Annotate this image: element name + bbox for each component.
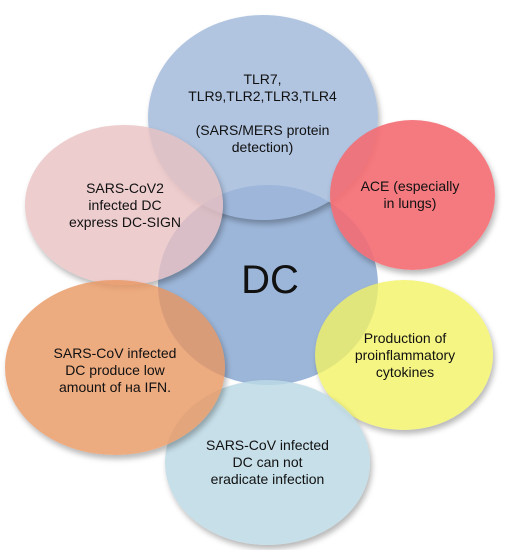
upper-right-line-2: in lungs) xyxy=(383,195,437,211)
lower-right-line-1: Production of xyxy=(363,329,447,346)
upper-left-line-2: infected DC xyxy=(88,196,162,213)
top-label: TLR7, TLR9,TLR2,TLR3,TLR4 (SARS/MERS pro… xyxy=(155,58,370,168)
top-line-5: detection) xyxy=(231,138,294,155)
lower-right-label: Production of proinflammatory cytokines xyxy=(325,325,485,385)
lower-left-line-3: amount of на IFN. xyxy=(59,378,171,395)
lower-left-line-1: SARS-CoV infected xyxy=(53,344,177,361)
top-line-2: TLR9,TLR2,TLR3,TLR4 xyxy=(188,87,337,104)
upper-left-line-3: express DC-SIGN xyxy=(68,213,182,230)
bottom-line-2: DC can not xyxy=(232,453,303,470)
lower-right-line-2: proinflammatory xyxy=(354,346,456,363)
lower-left-circle xyxy=(5,280,225,455)
upper-left-circle xyxy=(25,125,223,285)
top-line-1: TLR7, xyxy=(243,70,282,87)
center-label: DC xyxy=(241,257,299,302)
bottom-line-3: eradicate infection xyxy=(210,470,325,487)
lower-right-line-3: cytokines xyxy=(375,363,435,380)
top-line-4: (SARS/MERS protein xyxy=(195,121,330,138)
lower-right-circle xyxy=(315,280,493,430)
upper-right-circle xyxy=(330,120,495,270)
bottom-line-1: SARS-CoV infected xyxy=(206,436,329,453)
lower-left-label: SARS-CoV infected DC produce low amount … xyxy=(15,340,215,400)
upper-left-label: SARS-CoV2 infected DC express DC-SIGN xyxy=(40,175,210,235)
upper-left-line-1: SARS-CoV2 xyxy=(86,179,164,196)
bottom-label: SARS-CoV infected DC can not eradicate i… xyxy=(170,432,365,492)
upper-right-label: ACE (especially in lungs) xyxy=(335,175,485,215)
upper-right-line-1: ACE (especially xyxy=(360,178,460,194)
lower-left-line-2: DC produce low xyxy=(65,361,165,378)
